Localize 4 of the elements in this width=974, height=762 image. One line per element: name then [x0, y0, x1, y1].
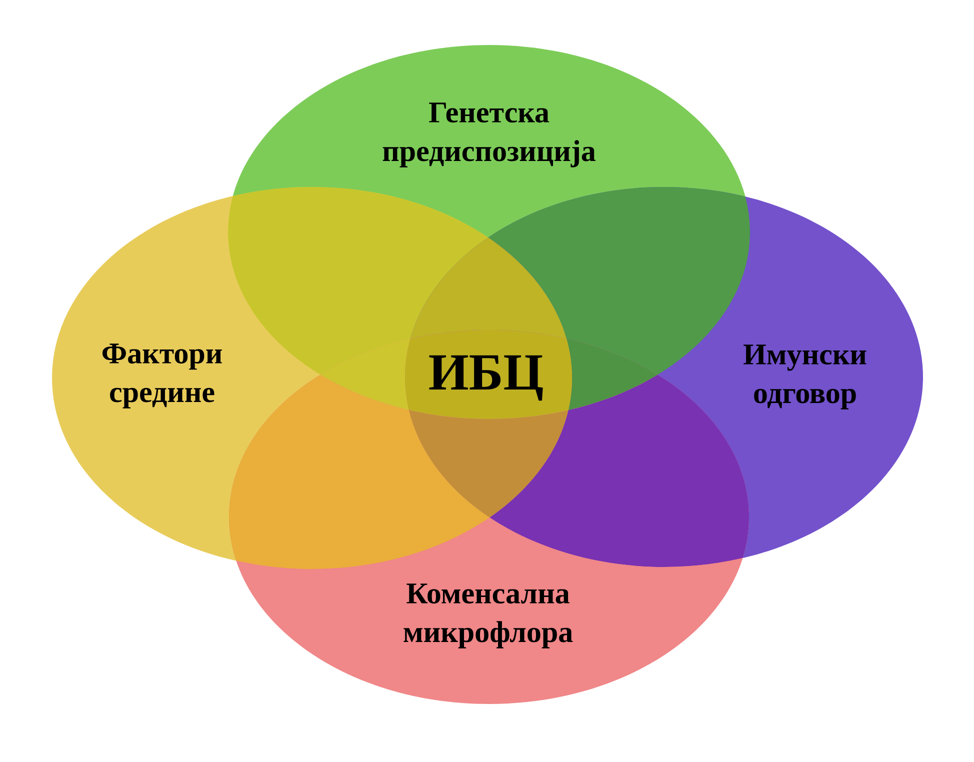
ellipse-label: Коменсална микрофлора: [404, 584, 573, 648]
ellipse-label: Имунски одговор: [744, 344, 866, 410]
ellipse-label: Фактори средине: [102, 344, 222, 408]
ellipse-label: Генетска предиспозиција: [382, 102, 596, 168]
